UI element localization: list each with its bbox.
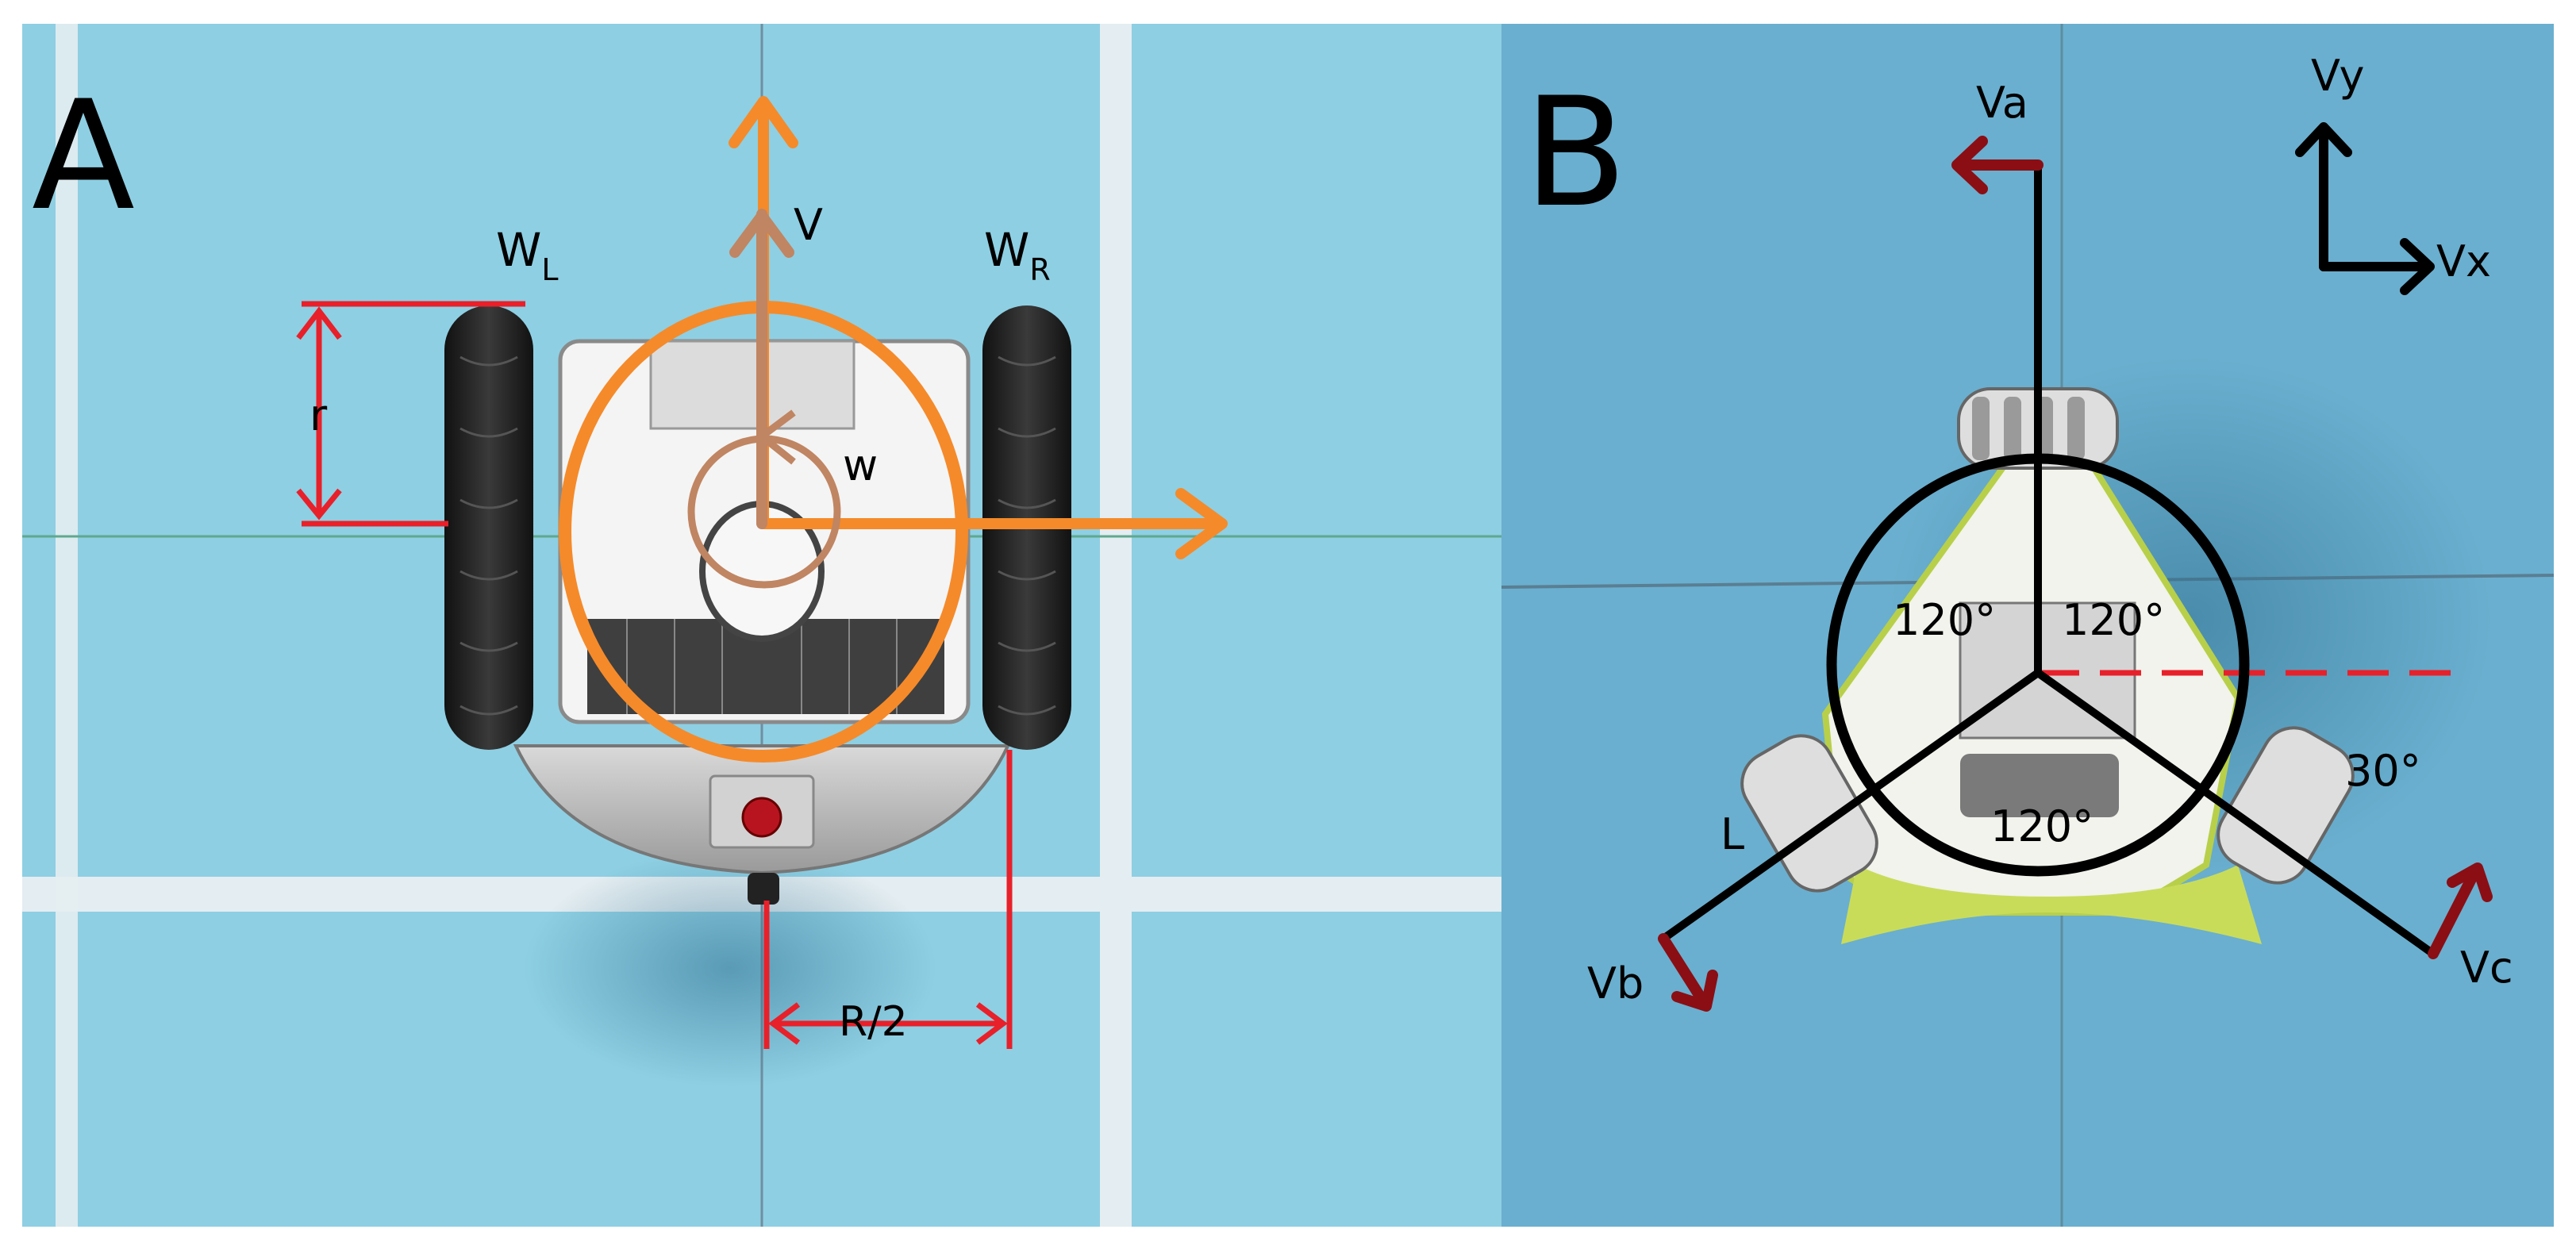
velocity-b-label: Vb bbox=[1587, 958, 1644, 1008]
wheel-circle bbox=[1826, 453, 2250, 877]
angle-left-label: 120° bbox=[1893, 595, 1996, 645]
robot-stop-button bbox=[741, 797, 782, 838]
panel-a: A WL WR r V w R/2 bbox=[22, 24, 1501, 1227]
wheel-arms bbox=[1659, 161, 2437, 958]
angle-bottom-label: 120° bbox=[1990, 801, 2093, 851]
omni-robot-right-wheel bbox=[2217, 726, 2355, 885]
panel-b: B Va Vb Vc Vy Vx 120° 120° 120° 30° L bbox=[1501, 24, 2555, 1227]
wheel-left-label: WL bbox=[496, 223, 559, 287]
wheel-right-subscript: R bbox=[1029, 252, 1050, 287]
left-wheel bbox=[444, 305, 533, 750]
tile-seam bbox=[1100, 24, 1132, 1227]
arm-length-label: L bbox=[1721, 809, 1744, 859]
angle-offset-label: 30° bbox=[2345, 746, 2421, 796]
omni-robot-lime-frame bbox=[1841, 865, 2262, 944]
global-axes bbox=[2295, 122, 2435, 295]
omni-robot-left-wheel bbox=[1740, 734, 1878, 893]
wheel-left-subscript: L bbox=[541, 252, 558, 287]
tile-seam bbox=[56, 24, 78, 1227]
wheel-velocity-c bbox=[2428, 862, 2493, 959]
angle-right-label: 120° bbox=[2062, 595, 2165, 645]
global-vx-label: Vx bbox=[2436, 236, 2491, 286]
robot-grille-slats bbox=[626, 619, 898, 714]
half-base-label: R/2 bbox=[839, 998, 908, 1046]
tire-tread bbox=[459, 355, 1056, 716]
wheel-velocity-a bbox=[1951, 136, 2043, 194]
velocity-vector bbox=[729, 209, 794, 529]
panel-b-label: B bbox=[1524, 65, 1627, 240]
wheel-radius-dimension bbox=[296, 301, 525, 527]
wheel-velocity-b bbox=[1658, 933, 1718, 1012]
robot-caster bbox=[748, 873, 779, 905]
wheel-radius-label: r bbox=[310, 390, 328, 440]
robot-shadow bbox=[524, 849, 936, 1087]
wheel-left-main: W bbox=[496, 223, 541, 277]
panel-a-label: A bbox=[32, 68, 135, 244]
global-vy-label: Vy bbox=[2311, 51, 2364, 101]
velocity-a-label: Va bbox=[1976, 78, 2028, 128]
robot-top-box bbox=[649, 340, 855, 430]
omni-robot-sensor bbox=[1960, 754, 2119, 817]
velocity-c-label: Vc bbox=[2460, 943, 2513, 993]
angular-velocity-arrowhead bbox=[758, 409, 796, 465]
half-base-dimension bbox=[763, 750, 1013, 1049]
wheel-right-label: WR bbox=[984, 223, 1051, 287]
wheel-right-main: W bbox=[984, 223, 1029, 277]
angular-velocity-label: w bbox=[843, 440, 878, 490]
velocity-label: V bbox=[794, 200, 823, 250]
